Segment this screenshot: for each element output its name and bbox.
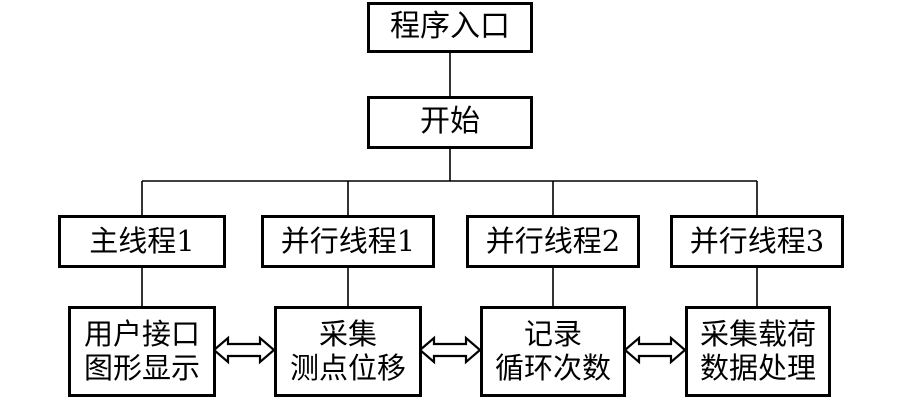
task-line-1: 采集 — [318, 317, 377, 352]
thread-label: 并行线程2 — [485, 223, 621, 258]
start-box: 开始 — [367, 96, 533, 149]
thread-box-parallel-1: 并行线程1 — [261, 215, 435, 268]
entry-label: 程序入口 — [390, 9, 510, 45]
start-label: 开始 — [420, 104, 480, 140]
thread-label: 主线程1 — [89, 223, 195, 258]
double-arrow-1-2 — [212, 336, 276, 364]
task-line-1: 采集载荷 — [699, 317, 816, 352]
task-line-2: 图形显示 — [83, 350, 200, 385]
task-box-1: 用户接口 图形显示 — [68, 306, 216, 397]
thread-box-parallel-3: 并行线程3 — [670, 215, 844, 268]
double-arrow-2-3 — [418, 336, 482, 364]
task-line-2: 循环次数 — [494, 350, 611, 385]
task-line-1: 用户接口 — [83, 317, 200, 352]
thread-label: 并行线程3 — [689, 223, 825, 258]
task-line-2: 数据处理 — [699, 350, 816, 385]
entry-box: 程序入口 — [367, 2, 533, 53]
thread-box-parallel-2: 并行线程2 — [466, 215, 640, 268]
task-line-1: 记录 — [523, 317, 582, 352]
double-arrow-3-4 — [623, 336, 687, 364]
thread-box-main-1: 主线程1 — [58, 215, 226, 268]
task-box-2: 采集 测点位移 — [274, 306, 422, 397]
task-box-3: 记录 循环次数 — [480, 306, 626, 397]
task-line-2: 测点位移 — [289, 350, 406, 385]
thread-label: 并行线程1 — [280, 223, 416, 258]
task-box-4: 采集载荷 数据处理 — [685, 306, 831, 397]
